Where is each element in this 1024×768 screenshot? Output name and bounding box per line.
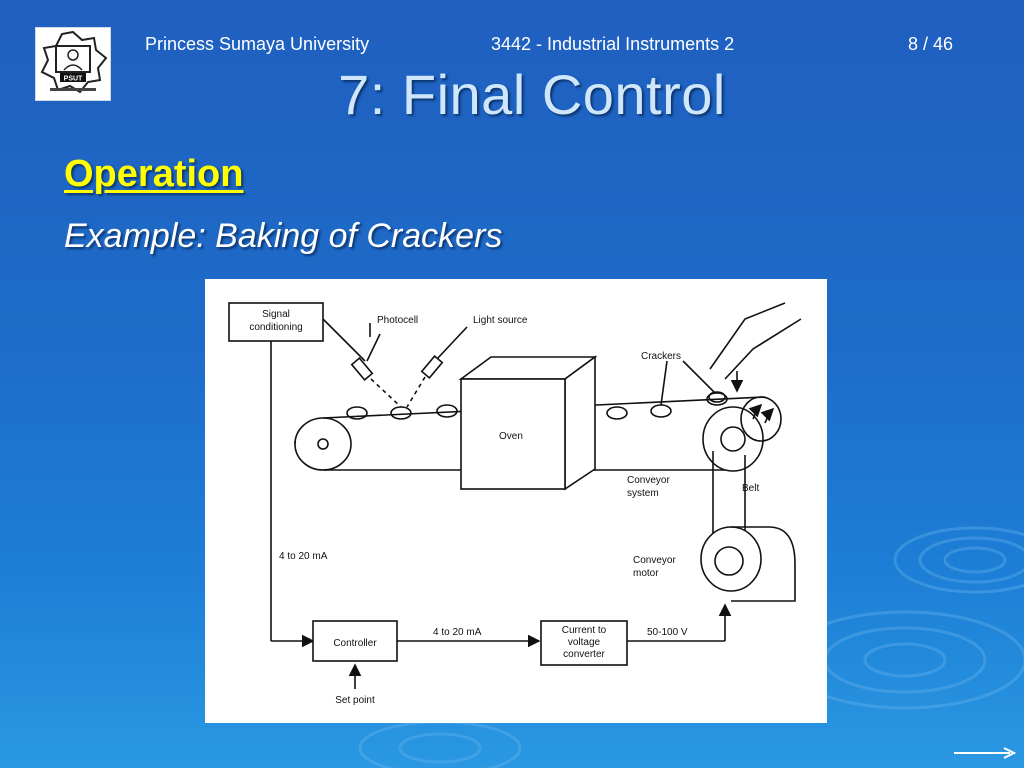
- label-current-mid: 4 to 20 mA: [433, 627, 482, 638]
- light-source-sensor: [420, 326, 468, 380]
- label-conveyor-motor-2: motor: [633, 568, 659, 579]
- label-current-to: Current to: [562, 625, 607, 636]
- label-controller: Controller: [333, 638, 377, 649]
- label-voltage-range: 50-100 V: [647, 627, 688, 638]
- label-photocell: Photocell: [377, 315, 418, 326]
- label-conveyor-motor-1: Conveyor: [633, 555, 676, 566]
- label-crackers: Crackers: [641, 351, 681, 362]
- label-converter: converter: [563, 649, 605, 660]
- label-oven: Oven: [499, 431, 523, 442]
- process-diagram: Signal conditioning Photocell Light sour…: [205, 279, 827, 723]
- conveyor-motor: [700, 526, 796, 602]
- label-conditioning: conditioning: [249, 322, 302, 333]
- photocell-sensor: [350, 333, 381, 382]
- label-system: system: [627, 488, 659, 499]
- signal-conditioning-box: [228, 302, 324, 342]
- slide-subheading: Example: Baking of Crackers: [64, 217, 503, 255]
- label-light-source: Light source: [473, 315, 528, 326]
- label-current-left: 4 to 20 mA: [279, 551, 328, 562]
- header-course: 3442 - Industrial Instruments 2: [491, 34, 735, 54]
- label-belt: Belt: [742, 483, 759, 494]
- label-voltage: voltage: [568, 637, 601, 648]
- oven: [458, 355, 598, 491]
- label-conveyor: Conveyor: [627, 475, 670, 486]
- header-university: Princess Sumaya University: [145, 34, 370, 54]
- header-page-number: 8 / 46: [908, 34, 954, 54]
- label-signal: Signal: [262, 309, 290, 320]
- slide-title: 7: Final Control: [338, 63, 726, 126]
- right-arrow-icon[interactable]: [952, 745, 1016, 761]
- logo-text: PSUT: [64, 76, 83, 83]
- slide-heading: Operation: [64, 153, 244, 195]
- label-set-point: Set point: [335, 695, 375, 706]
- converter-box: [540, 620, 628, 666]
- university-logo: PSUT: [35, 27, 111, 101]
